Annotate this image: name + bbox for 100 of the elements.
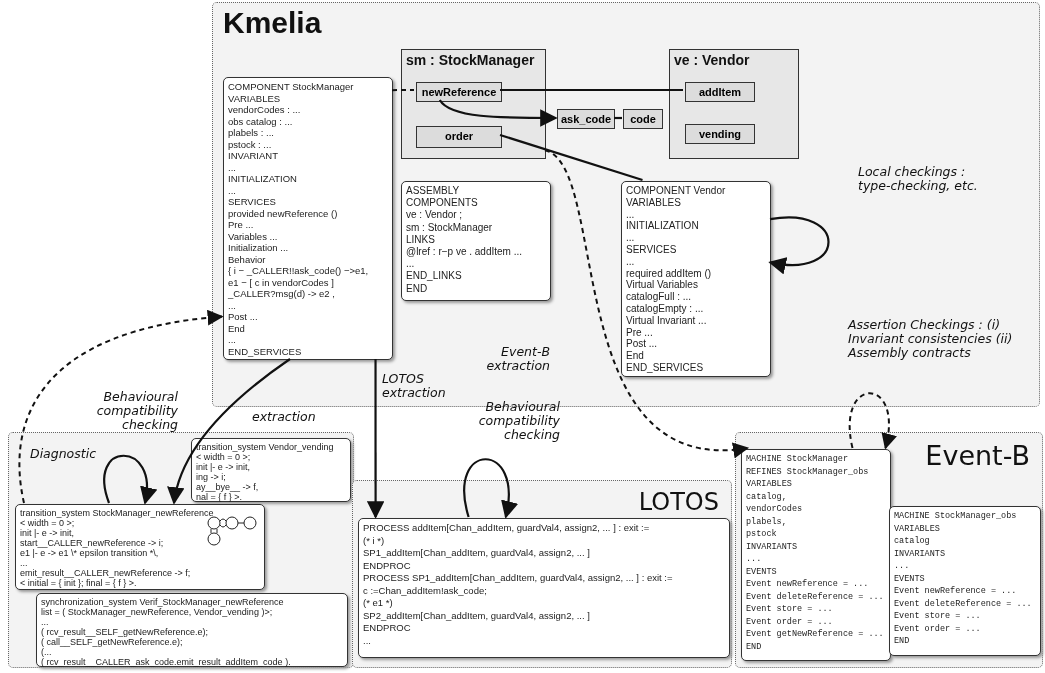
service-port: newReference (416, 82, 502, 102)
code-line: VARIABLES (625, 196, 682, 209)
section-panel (735, 432, 1043, 668)
code-line: e1 |- e -> e1 \* epsilon transition *\, (19, 548, 160, 558)
edge-label: Behavioural compatibility checking (477, 400, 560, 442)
arrow (544, 149, 750, 457)
code-line: ay__bye__ -> f, (195, 482, 260, 492)
code-line: Variables ... (227, 230, 279, 242)
code-listing (889, 506, 1041, 656)
code-line: VARIABLES (227, 92, 282, 104)
code-line: transition_system StockManager_newReference (19, 508, 215, 518)
arrow (168, 358, 291, 505)
code-line: ... (227, 161, 237, 173)
code-line: provided newReference () (227, 207, 339, 219)
code-line: init |- e -> init, (195, 462, 252, 472)
code-line: required addItem () (625, 267, 713, 280)
code-line: END (405, 282, 429, 295)
code-line: @lref : r−p ve . addItem ... (405, 246, 524, 259)
code-line: VARIABLES (893, 522, 941, 535)
code-line: ASSEMBLY (405, 185, 461, 198)
code-line: SP2_addItem[Chan_addItem, guardVal4, assign2, ... ] (362, 609, 591, 622)
code-listing (401, 181, 551, 301)
code-line: ... (893, 560, 911, 573)
code-line: < initial = { init }; final = { f } >. (19, 578, 138, 588)
code-line: obs catalog : ... (227, 115, 294, 127)
edge-label: extraction (252, 410, 317, 424)
edge-label: Assertion Checkings : (i) Invariant consistencies (ii) Assembly contracts (848, 318, 1014, 360)
code-line: REFINES StockManager_obs (745, 465, 870, 478)
panel-title: Kmelia (223, 7, 322, 39)
code-line: EVENTS (893, 572, 926, 585)
code-line: COMPONENT StockManager (227, 81, 355, 93)
code-listing (358, 518, 730, 658)
code-line: e1 − [ c in vendorCodes ] (227, 276, 335, 288)
code-line: ... (40, 617, 50, 627)
connector-line (391, 89, 415, 92)
connector-line (500, 88, 683, 92)
code-line: END (893, 635, 911, 648)
code-line: plabels : ... (227, 127, 275, 139)
code-listing (741, 449, 891, 661)
code-line: ENDPROC (362, 622, 412, 635)
service-port: addItem (685, 82, 755, 102)
section-panel (352, 480, 732, 668)
edge-label: Event-B extraction (485, 345, 550, 373)
code-line: INITIALIZATION (625, 220, 700, 233)
code-line: ( call__SELF_getNewReference.e); (40, 637, 184, 647)
code-listing (223, 77, 393, 360)
code-line: INITIALIZATION (227, 173, 298, 185)
code-listing (191, 438, 351, 502)
code-line: c :=Chan_addItem!ask_code; (362, 584, 488, 597)
edge-label: Local checkings : type-checking, etc. (858, 165, 979, 193)
code-line: catalogFull : ... (625, 291, 693, 303)
code-line: < width = 0 >; (195, 452, 252, 462)
code-line: Event newReference = ... (745, 578, 870, 591)
section-panel (8, 432, 354, 668)
code-line: Event order = ... (893, 622, 982, 635)
service-port: vending (685, 124, 755, 144)
service-port: order (416, 126, 502, 148)
code-line: pstock (745, 528, 778, 541)
code-line: PROCESS SP1_addItem[Chan_addItem, guardVal4, assign2, ... ] : exit := (362, 572, 674, 585)
code-line: (* i *) (362, 534, 386, 547)
code-line: ... (362, 634, 372, 647)
component-frame (669, 49, 799, 159)
code-line: vendorCodes (745, 503, 804, 516)
code-listing (15, 504, 265, 590)
code-line: Event order = ... (745, 615, 834, 628)
code-line: Post ... (625, 338, 659, 351)
code-line: SP1_addItem[Chan_addItem, guardVal4, assign2, ... ] (362, 547, 591, 560)
code-line: emit_result__CALLER_newReference -> f; (19, 568, 192, 578)
code-line: plabels, (745, 515, 788, 528)
code-listing (621, 181, 771, 377)
edge-label: Diagnostic (30, 447, 94, 461)
code-line: init |- e -> init, (19, 528, 76, 538)
code-listing (36, 593, 348, 667)
code-line: EVENTS (745, 565, 778, 578)
code-line: Event store = ... (893, 610, 982, 623)
code-line: Virtual Variables (625, 279, 699, 292)
code-line: (* e1 *) (362, 597, 394, 610)
code-line: ... (227, 334, 237, 346)
arrow (463, 458, 517, 519)
code-line: SERVICES (227, 196, 277, 208)
code-line: catalog (893, 535, 931, 548)
code-line: start__CALLER_newReference -> i; (19, 538, 165, 548)
code-line: ing -> i; (195, 472, 227, 482)
code-line: Post ... (227, 311, 259, 323)
connector-line (499, 133, 643, 182)
arrow (366, 359, 385, 519)
service-port: code (623, 109, 663, 129)
connector-line (614, 116, 622, 120)
code-line: Event deleteReference = ... (745, 590, 885, 603)
code-line: ( rcv_result__SELF_getNewReference.e); (40, 627, 210, 637)
code-line: END (745, 640, 763, 653)
code-line: LINKS (405, 233, 436, 246)
panel-title: LOTOS (638, 489, 719, 515)
code-line: pstock : ... (227, 138, 273, 150)
code-line: Initialization ... (227, 242, 290, 254)
code-line: MACHINE StockManager (745, 453, 850, 466)
panel-title: Event-B (925, 441, 1030, 470)
code-line: ... (625, 208, 636, 221)
code-line: transition_system Vendor_vending (195, 442, 335, 452)
code-line: { i − _CALLER!!ask_code() −>e1, (227, 265, 370, 277)
